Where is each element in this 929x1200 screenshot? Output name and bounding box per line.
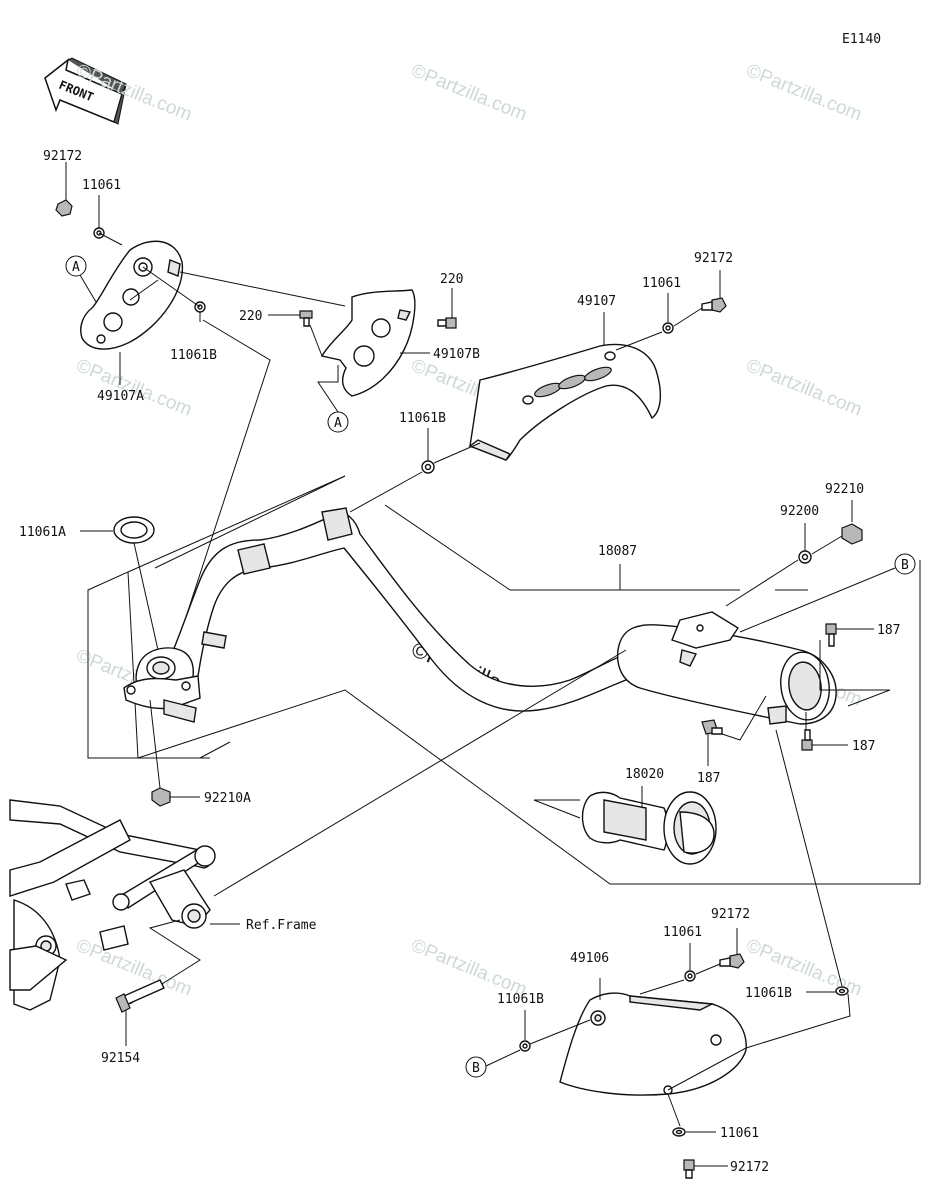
label-220-a: 220 <box>239 309 262 324</box>
nut-92210 <box>841 523 863 545</box>
muffler <box>616 611 837 725</box>
bolt-92154 <box>115 979 165 1013</box>
bolt-220-b <box>437 317 457 329</box>
callout-A1 <box>65 255 87 277</box>
bolt-187-a <box>825 623 837 647</box>
label-ref-frame: Ref.Frame <box>246 918 317 933</box>
label-11061-b: 11061 <box>642 276 681 291</box>
assembly-outline-lines <box>87 475 921 885</box>
watermark-3: ©Partzilla.com <box>743 60 865 125</box>
heat-guard-49107B <box>320 289 416 397</box>
exhaust-pipe-18087 <box>123 507 627 723</box>
nut-92172-d <box>683 1159 695 1179</box>
label-49107: 49107 <box>577 294 616 309</box>
label-92210A: 92210A <box>204 791 251 806</box>
label-187-a: 187 <box>877 623 900 638</box>
washer-11061B-d <box>835 986 849 996</box>
label-92172-a: 92172 <box>43 149 82 164</box>
nut-92172-a <box>55 199 73 217</box>
heat-guard-49106 <box>559 992 747 1096</box>
label-11061B-b: 11061B <box>399 411 446 426</box>
bolt-220-a <box>299 310 313 327</box>
label-18087: 18087 <box>598 544 637 559</box>
washer-11061B-b <box>421 460 435 474</box>
callout-A2 <box>327 411 349 433</box>
bolt-187-c <box>701 719 723 735</box>
label-92210: 92210 <box>825 482 864 497</box>
washer-11061-d <box>672 1127 686 1137</box>
watermark-6: ©Partzilla.com <box>743 355 865 420</box>
label-92172-b: 92172 <box>694 251 733 266</box>
label-92200: 92200 <box>780 504 819 519</box>
gasket-11061A <box>113 516 155 544</box>
label-11061B-c: 11061B <box>497 992 544 1007</box>
heat-guard-49107A <box>80 240 184 350</box>
callout-A1-label: A <box>72 260 80 275</box>
heat-guard-49107 <box>468 343 662 461</box>
diagram-code: E1140 <box>842 32 881 47</box>
washer-92200 <box>798 550 812 564</box>
label-11061B-d: 11061B <box>745 986 792 1001</box>
callout-B1-label: B <box>901 558 909 573</box>
frame-section <box>9 799 216 1011</box>
label-92172-c: 92172 <box>711 907 750 922</box>
label-220-b: 220 <box>440 272 463 287</box>
nut-92210A <box>151 787 171 807</box>
washer-11061B-c <box>519 1040 531 1052</box>
callout-A2-label: A <box>334 416 342 431</box>
label-18020: 18020 <box>625 767 664 782</box>
label-11061-a: 11061 <box>82 178 121 193</box>
label-11061A: 11061A <box>19 525 66 540</box>
label-49107B: 49107B <box>433 347 480 362</box>
label-49107A: 49107A <box>97 389 144 404</box>
nut-92172-c <box>719 953 745 969</box>
label-187-c: 187 <box>697 771 720 786</box>
label-11061-c: 11061 <box>663 925 702 940</box>
bolt-187-b <box>801 729 813 751</box>
spark-arrester-18020 <box>581 791 717 865</box>
label-92172-d: 92172 <box>730 1160 769 1175</box>
front-arrow-icon: FRONT <box>44 57 127 125</box>
watermark-2: ©Partzilla.com <box>408 60 530 125</box>
callout-B1 <box>894 553 916 575</box>
label-11061-d: 11061 <box>720 1126 759 1141</box>
washer-11061-c <box>684 970 696 982</box>
washer-11061-b <box>662 322 674 334</box>
watermark-10: ©Partzilla.com <box>408 935 530 1000</box>
watermark-4: ©Partzilla.com <box>73 355 195 420</box>
nut-92172-b <box>701 297 727 313</box>
label-11061B-a: 11061B <box>170 348 217 363</box>
label-92154: 92154 <box>101 1051 140 1066</box>
callout-B2 <box>465 1056 487 1078</box>
label-187-b: 187 <box>852 739 875 754</box>
label-49106: 49106 <box>570 951 609 966</box>
callout-B2-label: B <box>472 1061 480 1076</box>
